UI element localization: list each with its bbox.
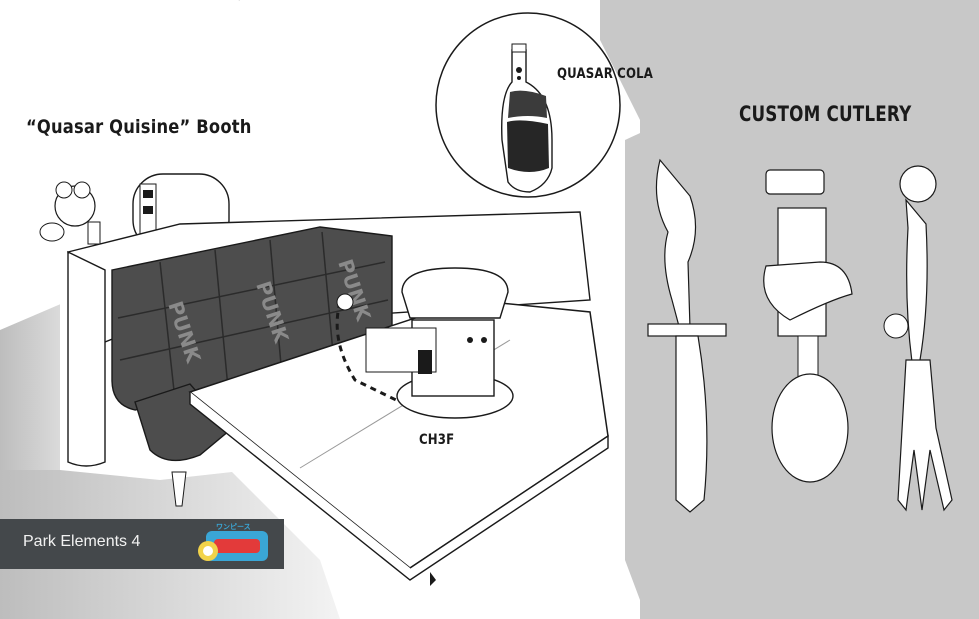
waitress-figurine-drawing: [39, 181, 101, 245]
ch3f-robot-drawing: [335, 267, 514, 419]
chef-label: CH3F: [419, 432, 455, 448]
logo-text: ワンピース: [216, 523, 251, 531]
knife-drawing: [647, 158, 727, 513]
spoon-drawing: [763, 169, 853, 483]
badge-text: Park Elements 4: [23, 533, 141, 550]
cutlery-title: CUSTOM CUTLERY: [739, 102, 912, 126]
one-piece-logo-icon: [198, 531, 268, 561]
booth-sofa-drawing: PUNK PUNK PUNK: [67, 173, 591, 507]
booth-title: “Quasar Quisine” Booth: [26, 116, 252, 138]
fork-drawing: [883, 165, 953, 512]
quasar-cola-drawing: [435, 12, 621, 198]
cola-label: QUASAR COLA: [557, 66, 654, 82]
